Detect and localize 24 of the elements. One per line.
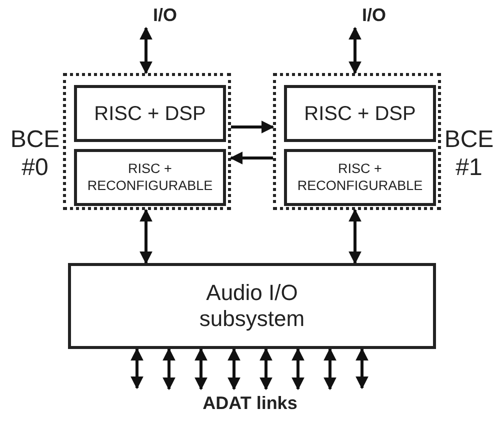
double-arrow: [348, 26, 362, 74]
double-arrow: [348, 208, 362, 264]
processor-block: RISC + DSP: [284, 85, 436, 142]
subsystem-block: Audio I/O subsystem: [68, 263, 436, 349]
double-arrow: [162, 348, 176, 390]
double-arrow: [140, 208, 152, 264]
element-label: BCE #1: [444, 126, 494, 182]
element-label: BCE #0: [10, 126, 60, 182]
processor-block: RISC + RECONFIGURABLE: [284, 149, 436, 206]
double-arrow: [140, 26, 152, 74]
double-arrow: [356, 348, 368, 390]
port-label: I/O: [125, 4, 205, 28]
double-arrow: [292, 348, 304, 390]
double-arrow: [228, 348, 240, 390]
processor-block: RISC + RECONFIGURABLE: [74, 149, 226, 206]
arrow: [230, 152, 273, 164]
port-label: I/O: [334, 4, 414, 28]
double-arrow: [130, 348, 144, 390]
double-arrow: [260, 348, 272, 390]
double-arrow: [194, 348, 208, 390]
processor-block: RISC + DSP: [74, 85, 226, 142]
double-arrow: [324, 348, 336, 390]
arrow: [231, 120, 274, 134]
bus-label: ADAT links: [130, 389, 370, 415]
